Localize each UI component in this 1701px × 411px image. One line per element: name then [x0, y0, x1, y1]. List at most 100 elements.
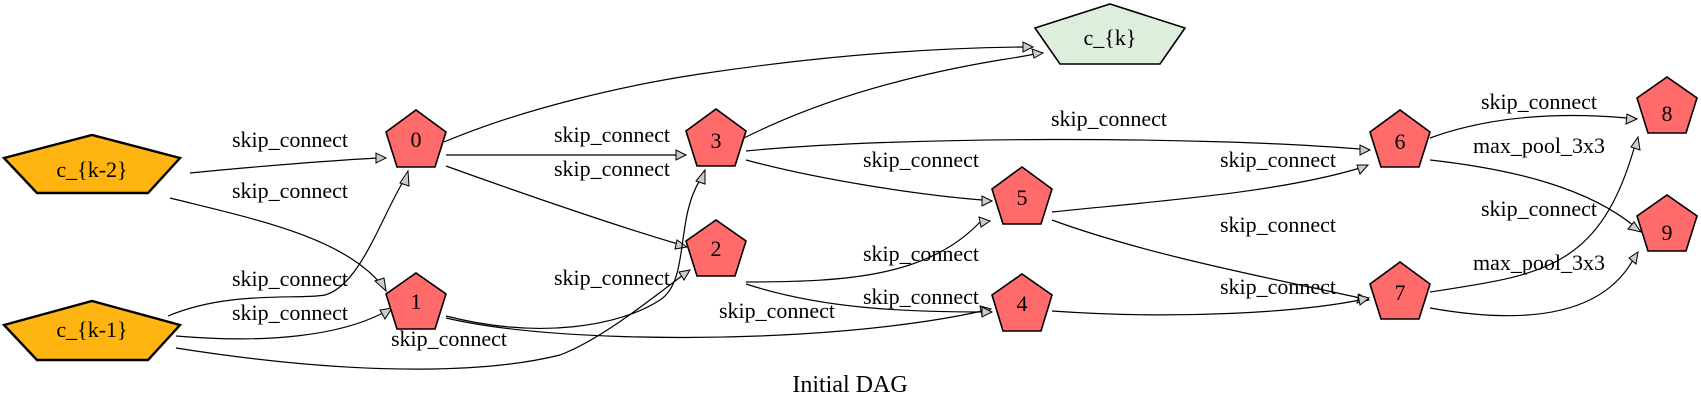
edge-line: [445, 165, 679, 245]
edge-line: [1051, 219, 1361, 299]
node-n7: 7: [1369, 261, 1431, 320]
arrowhead-icon: [981, 195, 994, 207]
edge-6-to-8: skip_connect: [1429, 89, 1639, 139]
edge-k1-to-0: skip_connect: [167, 169, 410, 317]
pentagon-node-shape: [385, 109, 447, 168]
edge-0-to-3: skip_connect: [446, 122, 688, 161]
edge-label: skip_connect: [1220, 147, 1336, 172]
pentagon-node-shape: [991, 273, 1053, 332]
arrowhead-icon: [695, 168, 706, 185]
node-label: 9: [1662, 220, 1673, 245]
edge-line: [443, 46, 1025, 143]
arrowhead-icon: [1357, 294, 1371, 306]
node-c-k: c_{k}: [1033, 3, 1187, 65]
arrowhead-icon: [1359, 144, 1372, 156]
arrowhead-icon: [379, 307, 394, 320]
arrowhead-icon: [978, 216, 992, 228]
node-label: 3: [711, 128, 722, 153]
diagram-caption: Initial DAG: [792, 372, 907, 398]
edge-label: skip_connect: [554, 122, 670, 147]
edge-2-to-4: skip_connect: [745, 283, 994, 318]
arrowhead-icon: [678, 269, 691, 281]
edge-line: [745, 138, 1361, 152]
edge-line: [169, 197, 381, 284]
edge-0-to-k: [443, 41, 1035, 143]
edge-line: [745, 219, 983, 283]
edge-label: skip_connect: [1481, 89, 1597, 114]
edge-label: skip_connect: [554, 156, 670, 181]
arrowhead-icon: [1630, 135, 1641, 151]
edge-7-to-8: skip_connect: [1429, 135, 1641, 293]
pentagon-node-shape: [1369, 109, 1431, 168]
arrowhead-icon: [375, 152, 388, 164]
edge-label: skip_connect: [232, 266, 348, 291]
edge-label: skip_connect: [232, 300, 348, 325]
node-n1: 1: [385, 272, 447, 330]
node-label: c_{k-1}: [56, 317, 127, 342]
arrowhead-icon: [1628, 250, 1639, 265]
edge-line: [167, 179, 405, 317]
edge-3-to-6: skip_connect: [745, 106, 1372, 156]
node-label: 7: [1395, 280, 1406, 305]
node-c-k2: c_{k-2}: [1, 133, 183, 195]
edge-label: skip_connect: [1481, 196, 1597, 221]
arrowhead-icon: [399, 169, 410, 187]
arrowhead-icon: [1356, 164, 1370, 175]
edge-label: skip_connect: [863, 241, 979, 266]
edge-line: [745, 283, 983, 313]
edge-5-to-6: skip_connect: [1051, 147, 1370, 213]
node-label: 1: [411, 289, 422, 314]
edge-line: [1429, 159, 1635, 227]
pentagon-node-shape: [385, 272, 447, 330]
node-label: 2: [711, 236, 722, 261]
edge-label: skip_connect: [1051, 106, 1167, 131]
pentagon-node-shape: [1369, 261, 1431, 320]
pentagon-node-shape: [1, 299, 183, 362]
edge-line: [1429, 259, 1634, 317]
arrowhead-icon: [1031, 48, 1045, 59]
edge-0-to-2: skip_connect: [445, 156, 689, 250]
arrowhead-icon: [675, 149, 688, 161]
arrowhead-icon: [674, 239, 689, 250]
pentagon-node-shape: [991, 166, 1053, 225]
edge-7-to-9: max_pool_3x3: [1429, 250, 1639, 317]
node-n2: 2: [685, 219, 747, 277]
node-label: 0: [411, 127, 422, 152]
edge-line: [1429, 144, 1636, 293]
node-n3: 3: [685, 108, 747, 167]
edge-line: [175, 312, 384, 340]
edge-line: [1429, 114, 1628, 139]
node-n6: 6: [1369, 109, 1431, 168]
pentagon-node-shape: [1636, 76, 1698, 134]
node-n0: 0: [385, 109, 447, 168]
node-label: 8: [1662, 101, 1673, 126]
edge-label: skip_connect: [232, 127, 348, 152]
edge-line: [445, 179, 701, 329]
edge-line: [743, 53, 1036, 139]
edge-5-to-7: skip_connect: [1051, 212, 1371, 304]
edge-label: skip_connect: [719, 298, 835, 323]
node-label: 6: [1395, 129, 1406, 154]
edge-label: skip_connect: [1220, 274, 1336, 299]
edge-label: skip_connect: [232, 178, 348, 203]
edge-4-to-7: skip_connect: [1051, 274, 1371, 316]
edge-line: [745, 159, 983, 201]
node-label: c_{k}: [1084, 25, 1137, 50]
edge-1-to-3: skip_connect: [445, 168, 706, 329]
edge-label: skip_connect: [863, 284, 979, 309]
node-n5: 5: [991, 166, 1053, 225]
edge-2-to-5: skip_connect: [745, 216, 992, 283]
edge-line: [189, 157, 379, 174]
edge-label: skip_connect: [554, 265, 670, 290]
edge-k2-to-1: skip_connect: [169, 178, 387, 293]
pentagon-node-shape: [1033, 3, 1187, 65]
edge-3-to-5: skip_connect: [745, 147, 994, 207]
node-label: 5: [1017, 185, 1028, 210]
edge-3-to-k: [743, 48, 1045, 139]
edge-label: skip_connect: [863, 147, 979, 172]
edge-label: max_pool_3x3: [1473, 250, 1605, 275]
edge-k1-to-1: skip_connect: [175, 300, 394, 340]
pentagon-node-shape: [1636, 194, 1698, 252]
edge-line: [1051, 299, 1361, 316]
